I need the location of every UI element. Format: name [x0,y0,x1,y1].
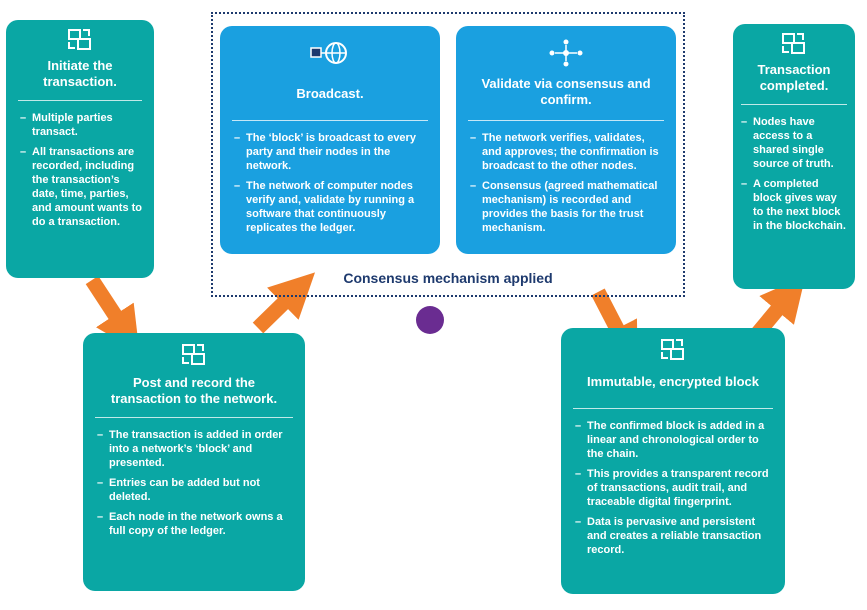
transaction-icon [68,29,91,50]
step-post-list: The transaction is added in order into a… [83,428,305,538]
list-item: The ‘block’ is broadcast to every party … [234,131,428,173]
step-validate-list: The network verifies, validates, and app… [456,131,676,235]
divider [468,120,664,121]
step-completed-list: Nodes have access to a shared single sou… [733,115,855,233]
purple-circle-decoration [416,306,444,334]
network-nodes-icon [549,39,583,67]
divider [18,100,142,101]
consensus-frame [211,12,685,297]
divider [232,120,428,121]
divider [573,408,773,409]
list-item: Multiple parties transact. [20,111,142,139]
step-completed-card: Transaction completed. Nodes have access… [733,24,855,289]
list-item: This provides a transparent record of tr… [575,467,773,509]
step-post-title: Post and record the transaction to the n… [110,375,278,406]
step-broadcast-list: The ‘block’ is broadcast to every party … [220,131,440,235]
transaction-icon [661,339,684,360]
list-item: Consensus (agreed mathematical mechanism… [470,179,664,235]
list-item: A completed block gives way to the next … [741,177,849,233]
divider [95,417,293,418]
step-initiate-card: Initiate the transaction. Multiple parti… [6,20,154,278]
list-item: The transaction is added in order into a… [97,428,293,470]
step-completed-title: Transaction completed. [757,62,831,93]
list-item: Each node in the network owns a full cop… [97,510,293,538]
divider [741,104,847,105]
step-post-card: Post and record the transaction to the n… [83,333,305,591]
globe-broadcast-icon [310,42,347,64]
step-immutable-card: Immutable, encrypted block The confirmed… [561,328,785,594]
list-item: Entries can be added but not deleted. [97,476,293,504]
arrow-initiate-to-post [85,275,140,353]
list-item: The confirmed block is added in a linear… [575,419,773,461]
step-broadcast-card: Broadcast. The ‘block’ is broadcast to e… [220,26,440,254]
step-initiate-list: Multiple parties transact. All transacti… [6,111,154,229]
step-immutable-list: The confirmed block is added in a linear… [561,419,785,557]
step-validate-card: Validate via consensus and confirm. The … [456,26,676,254]
step-immutable-title: Immutable, encrypted block [587,374,759,389]
step-validate-title: Validate via consensus and confirm. [481,76,651,107]
consensus-frame-label: Consensus mechanism applied [343,270,553,286]
list-item: All transactions are recorded, including… [20,145,142,229]
list-item: The network of computer nodes verify and… [234,179,428,235]
list-item: Data is pervasive and persistent and cre… [575,515,773,557]
step-broadcast-title: Broadcast. [296,86,364,101]
transaction-icon [782,33,805,54]
transaction-icon [182,344,205,365]
list-item: Nodes have access to a shared single sou… [741,115,849,171]
step-initiate-title: Initiate the transaction. [43,58,117,89]
list-item: The network verifies, validates, and app… [470,131,664,173]
arrow-post-to-broadcast [252,272,316,334]
